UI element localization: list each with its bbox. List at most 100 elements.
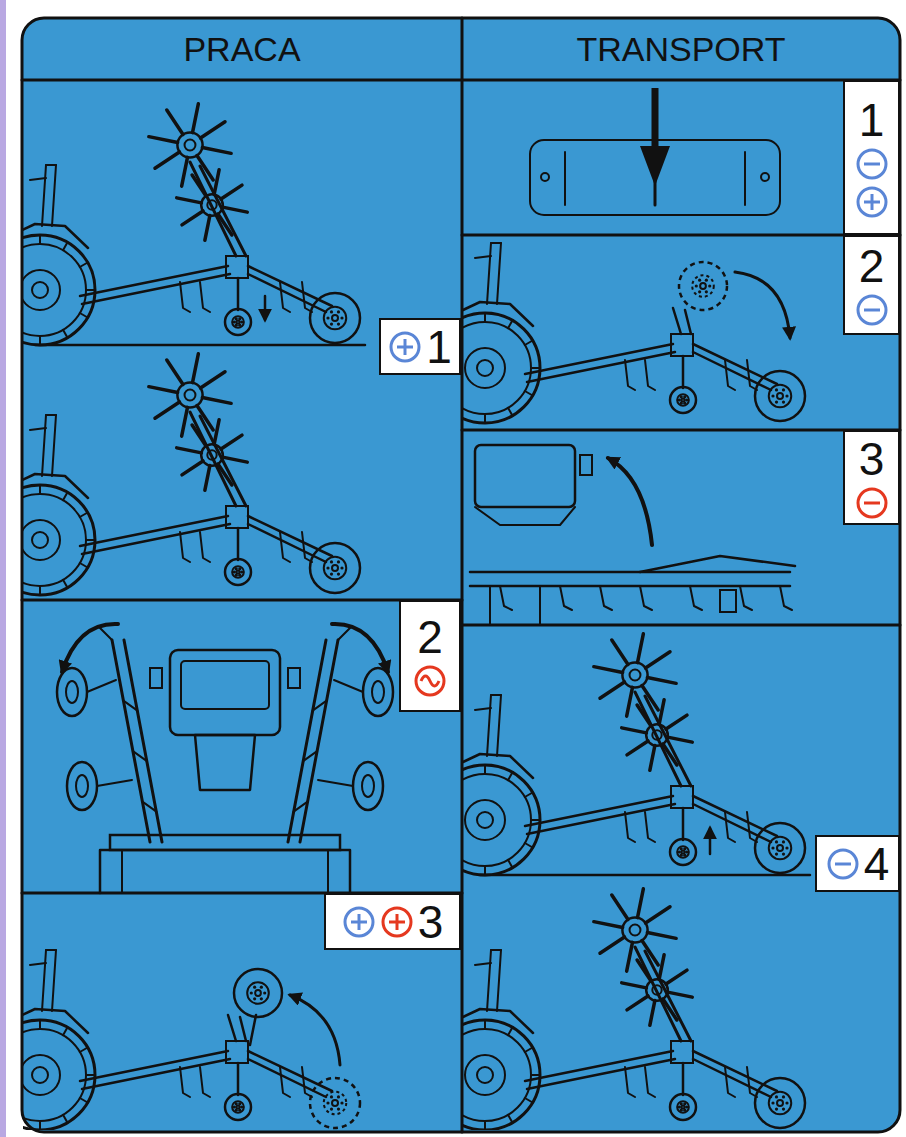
rotor-tine	[663, 744, 677, 765]
rake-tine	[123, 701, 137, 711]
rotor-link	[87, 680, 116, 692]
tyre-tread	[80, 513, 88, 518]
wheel-rim	[234, 969, 282, 1017]
tractor-wheel	[23, 1029, 86, 1121]
tractor-wheel	[463, 1029, 531, 1121]
rake-top-view	[470, 445, 795, 625]
rake-tine	[725, 812, 735, 842]
tractor-wheel	[465, 1055, 505, 1095]
tractor-cab	[42, 950, 46, 1011]
tractor-rear	[463, 243, 540, 423]
motion-arrow	[709, 828, 712, 854]
plate-mark	[744, 152, 746, 205]
wheel	[755, 823, 805, 873]
ground-line	[480, 874, 810, 877]
rotor-tine	[197, 156, 213, 181]
panel-frame	[22, 18, 900, 1132]
tyre-tread	[39, 336, 41, 345]
rake-rotor	[622, 700, 693, 771]
wheel-bolt	[238, 317, 241, 320]
wheel-rim	[310, 543, 360, 593]
step-number: 1	[426, 324, 452, 370]
tractor-rear	[539, 586, 541, 625]
wheel-bolt	[240, 570, 243, 573]
rotor-tine	[149, 387, 178, 393]
wheel-rim	[310, 293, 360, 343]
tractor-wheel	[32, 282, 48, 298]
tyre-tread	[39, 235, 41, 244]
tractor-wheel	[32, 1067, 48, 1083]
symbol-ring	[858, 188, 886, 216]
rotor-tine	[201, 372, 226, 388]
wheel-disc	[769, 837, 792, 860]
tractor-cab	[30, 963, 46, 965]
rotor-hub	[185, 390, 196, 401]
wheel-bolt	[678, 398, 681, 401]
rotor-tine	[666, 970, 687, 984]
rotor-tine	[182, 461, 203, 475]
rake-tine	[747, 1067, 757, 1097]
tractor-cab	[491, 949, 501, 951]
frame-hub	[226, 506, 248, 528]
step-box: 4	[815, 835, 900, 892]
wheel-bolt	[680, 1109, 683, 1112]
rotor-tine	[650, 1001, 655, 1026]
tyre-tread	[86, 289, 95, 291]
symbol-mark	[864, 501, 880, 504]
rotor-tine	[192, 175, 206, 196]
wheel-hub	[255, 990, 261, 996]
rake-frame	[110, 835, 340, 850]
motion-arrow	[290, 995, 340, 1065]
step-content: 2	[855, 243, 889, 327]
tyre-tread	[484, 866, 486, 875]
plus-symbol	[388, 330, 422, 364]
rotor-hub	[201, 444, 223, 466]
rotor-tine	[177, 448, 202, 453]
step-number: 3	[418, 899, 444, 945]
right-arm	[288, 624, 393, 842]
wheel-bolt	[330, 1095, 333, 1098]
tractor-wheel	[463, 313, 540, 423]
tyre-tread	[531, 367, 540, 369]
wheel-rim	[225, 559, 251, 585]
rotor-hub	[177, 382, 202, 407]
wheel-bolt	[235, 317, 238, 320]
rake-tine	[280, 1067, 290, 1097]
left-arm	[57, 624, 162, 842]
wheel-hub	[332, 565, 338, 571]
drawbar	[80, 266, 228, 296]
rake-tine	[302, 282, 312, 312]
tyre-tread	[484, 313, 486, 322]
rotor-hub	[207, 200, 216, 209]
step-box: 3	[843, 430, 900, 525]
wheel-bolt	[782, 388, 785, 391]
rotor-tine	[197, 406, 213, 431]
rake-tine	[180, 532, 190, 562]
caster-stem	[237, 278, 240, 310]
tractor-wheel	[465, 348, 505, 388]
rotor-tine	[627, 687, 633, 716]
plus-symbol	[342, 905, 376, 939]
rotor-tine	[594, 667, 623, 673]
rake-tine	[560, 586, 572, 610]
rotor-tine	[214, 420, 219, 445]
step-content: 3	[342, 899, 444, 945]
wheel-bolt	[708, 284, 711, 287]
tractor-wheel	[23, 244, 86, 336]
tractor-cab	[475, 256, 491, 258]
ground-line	[35, 344, 365, 347]
rotor-tine	[221, 435, 242, 449]
rake-rotor	[363, 668, 393, 716]
rotor-tine	[622, 983, 647, 988]
wheel-disc	[677, 394, 689, 406]
wheel-disc	[232, 316, 244, 328]
rotor-tine	[167, 110, 183, 135]
rotor-tine	[637, 705, 651, 726]
symbol-ring	[345, 908, 373, 936]
rake-frame	[470, 585, 790, 588]
tyre-tread	[39, 1121, 41, 1130]
rake-tine	[302, 1067, 312, 1097]
wheel-disc	[677, 1101, 689, 1113]
tyre-tread	[484, 1020, 486, 1029]
tractor-cab	[170, 650, 280, 735]
